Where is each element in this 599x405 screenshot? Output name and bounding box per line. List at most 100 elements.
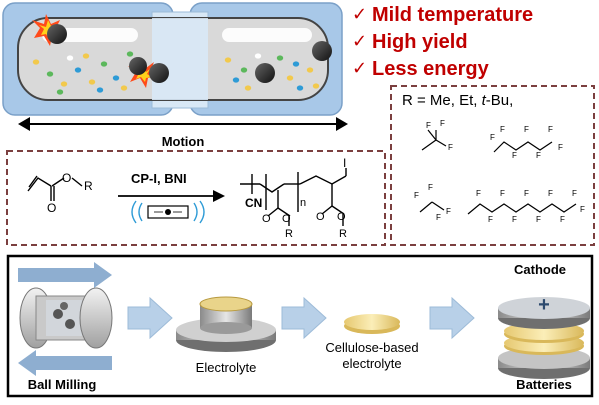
repeat-unit-subscript: n: [300, 197, 307, 209]
powder-particle: [296, 85, 304, 91]
acrylate-monomer: [27, 175, 83, 201]
step-ball-milling: Ball Milling: [27, 377, 97, 392]
cellulose-line-1: Cellulose-based: [325, 340, 419, 355]
milling-ball-icon: [149, 63, 169, 83]
polymer-product: [240, 168, 347, 226]
powder-particle: [112, 75, 120, 81]
fluorine-atom: F: [428, 183, 433, 192]
cathode-label: Cathode: [514, 262, 566, 277]
milling-ball-icon: [312, 41, 332, 61]
fluorine-atom: F: [500, 125, 505, 134]
fluorine-atom: F: [524, 125, 529, 134]
check-icon: ✓: [352, 4, 368, 25]
fluorine-atom: F: [572, 189, 577, 198]
fluoroalkyl-structures: [419, 129, 577, 215]
fluorine-atom: F: [536, 215, 541, 224]
polymer-oxygen: O: [337, 211, 346, 223]
powder-particle: [60, 81, 68, 87]
ball-mill-device-icon: [18, 262, 113, 376]
fluorine-atom: F: [476, 189, 481, 198]
substituent-tbu-t: t: [481, 92, 486, 109]
process-arrow: [429, 296, 475, 340]
cyano-group: CN: [245, 196, 263, 210]
jar-highlight-right: [222, 28, 312, 42]
substituent-box: [390, 85, 595, 246]
cellulose-line-2: electrolyte: [342, 356, 402, 371]
powder-particle: [56, 89, 64, 95]
powder-particle: [254, 53, 262, 59]
powder-particle: [46, 71, 54, 77]
polymer-oxygen: O: [316, 211, 325, 223]
monomer-carbonyl-oxygen: O: [47, 201, 57, 215]
powder-particle: [286, 75, 294, 81]
motion-arrow: [18, 117, 348, 131]
substituent-label: R = Me, Et, t-Bu,: [402, 92, 513, 109]
fluorine-atom: F: [558, 143, 563, 152]
powder-particle: [100, 61, 108, 67]
fluorine-atom: F: [414, 191, 419, 200]
step-electrolyte: Electrolyte: [195, 360, 257, 375]
powder-particle: [32, 59, 40, 65]
milling-ball-icon: [255, 63, 275, 83]
ball-mill-symbol-icon: [131, 200, 205, 224]
powder-particle: [96, 87, 104, 93]
powder-particle: [240, 67, 248, 73]
powder-particle: [88, 79, 96, 85]
powder-particle: [276, 55, 284, 61]
powder-particle: [74, 67, 82, 73]
fluorine-atom: F: [512, 215, 517, 224]
process-box: [6, 254, 594, 398]
fluorine-atom: F: [580, 205, 585, 214]
fluorine-atom: F: [524, 189, 529, 198]
motion-label: Motion: [161, 134, 205, 149]
powder-particle: [306, 67, 314, 73]
cellulose-electrolyte-icon: [344, 314, 400, 334]
step-batteries: Batteries: [516, 377, 572, 392]
fluorine-atom: F: [560, 215, 565, 224]
benefit-high-yield: High yield: [372, 31, 468, 53]
milling-jar: [2, 2, 343, 116]
powder-particle: [82, 53, 90, 59]
check-icon: ✓: [352, 58, 368, 79]
fluorine-atom: F: [440, 119, 445, 128]
check-icon: ✓: [352, 31, 368, 52]
fluorine-atom: F: [490, 133, 495, 142]
fluorine-atom: F: [548, 189, 553, 198]
polymer-r-group: R: [285, 228, 293, 240]
cathode-plus-icon: +: [538, 294, 550, 316]
fluorine-atom: F: [446, 207, 451, 216]
powder-particle: [120, 85, 128, 91]
process-arrow: [127, 296, 173, 340]
battery-stack-icon: [498, 297, 590, 379]
fluorine-atom: F: [500, 189, 505, 198]
powder-particle: [232, 77, 240, 83]
polymer-r-group: R: [339, 228, 347, 240]
powder-particle: [66, 55, 74, 61]
powder-particle: [292, 61, 300, 67]
milling-ball-icon: [47, 24, 67, 44]
iodine-end-group: I: [343, 156, 347, 170]
benefit-mild-temperature: Mild temperature: [372, 4, 534, 26]
fluorine-atom: F: [448, 143, 453, 152]
fluorine-atom: F: [536, 151, 541, 160]
powder-particle: [312, 83, 320, 89]
reaction-arrow: [118, 190, 225, 202]
reaction-box: [6, 150, 386, 246]
powder-particle: [244, 85, 252, 91]
benefit-less-energy: Less energy: [372, 58, 489, 80]
powder-particle: [224, 57, 232, 63]
polymer-oxygen: O: [282, 213, 291, 225]
powder-particle: [126, 51, 134, 57]
substituent-prefix: R = Me, Et,: [402, 92, 482, 109]
process-arrow: [281, 296, 327, 340]
milling-ball-icon: [129, 57, 147, 75]
jar-center-window: [152, 18, 208, 100]
fluorine-atom: F: [488, 215, 493, 224]
reagents-label: CP-I, BNI: [131, 171, 187, 186]
polymer-oxygen: O: [262, 213, 271, 225]
substituent-tbu-rest: -Bu,: [485, 92, 514, 109]
